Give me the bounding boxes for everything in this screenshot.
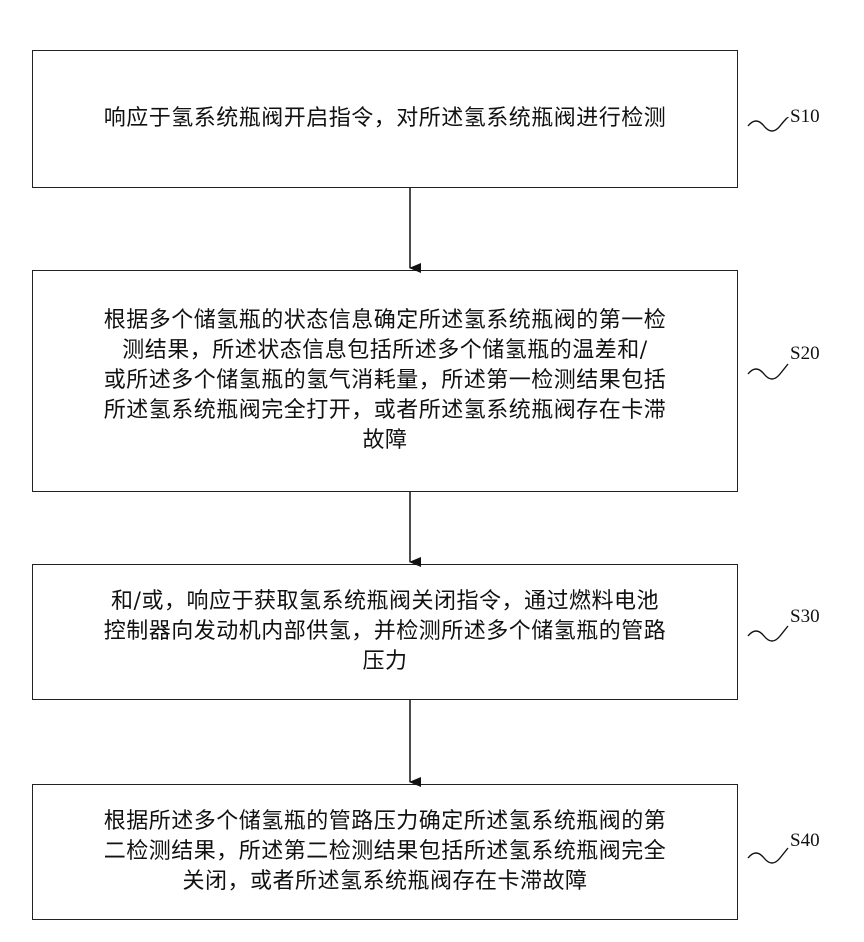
- leader-s10: [748, 118, 788, 131]
- leader-s20: [748, 364, 788, 379]
- leader-s30: [748, 626, 788, 641]
- leader-s40: [748, 848, 788, 863]
